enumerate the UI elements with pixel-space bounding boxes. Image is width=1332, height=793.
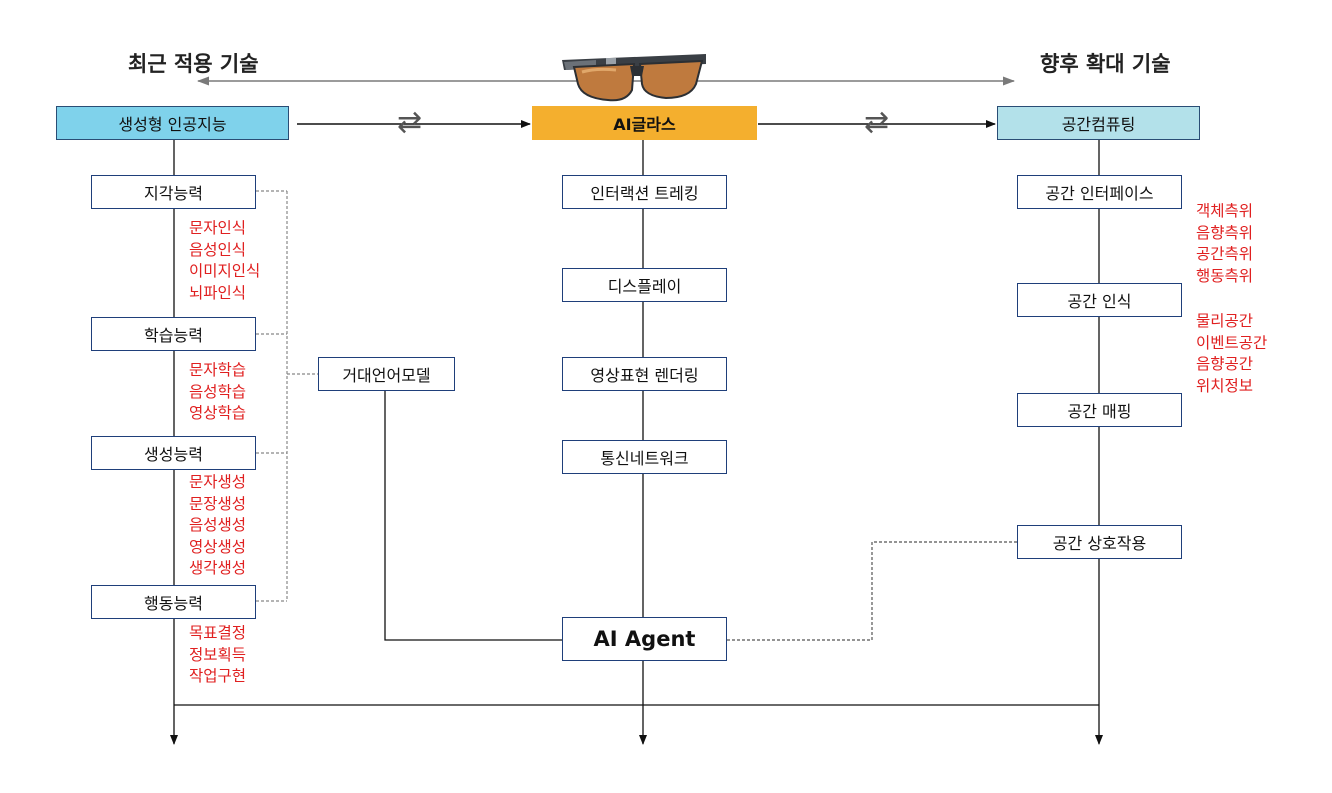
annotation-item: 객체측위 [1196, 202, 1254, 220]
annotation-item: 뇌파인식 [189, 283, 247, 302]
annotation-item: 물리공간 [1196, 312, 1254, 330]
spatial-interface-annotations: 객체측위 음향측위 공간측위 행동측위 [1196, 201, 1253, 287]
rendering-box: 영상표현 렌더링 [562, 357, 727, 391]
annotation-item: 공간측위 [1196, 245, 1254, 263]
annotation-item: 문자인식 [189, 219, 247, 237]
annotation-item: 문자학습 [189, 361, 247, 379]
spatial-interface-box: 공간 인터페이스 [1017, 175, 1182, 209]
annotation-item: 문장생성 [189, 494, 247, 513]
display-box: 디스플레이 [562, 268, 727, 302]
llm-box: 거대언어모델 [318, 357, 455, 391]
annotation-item: 음향공간 [1196, 355, 1254, 373]
spatial-computing-box: 공간컴퓨팅 [997, 106, 1200, 140]
interaction-tracking-box: 인터랙션 트레킹 [562, 175, 727, 209]
ai-glasses-box: AI글라스 [532, 106, 757, 140]
perception-annotations: 문자인식 음성인식 이미지인식 뇌파인식 [189, 218, 260, 304]
annotation-item: 생각생성 [189, 559, 247, 577]
perception-ability-box: 지각능력 [91, 175, 256, 209]
exchange-arrows-icon: ⇄ [864, 105, 890, 140]
action-annotations: 목표결정 정보획득 작업구현 [189, 623, 246, 688]
learning-ability-box: 학습능력 [91, 317, 256, 351]
annotation-item: 행동측위 [1196, 266, 1254, 285]
agent-to-interaction-line [727, 541, 1017, 641]
recent-tech-heading: 최근 적용 기술 [128, 52, 259, 76]
annotation-item: 위치정보 [1196, 376, 1254, 395]
annotation-item: 문자생성 [189, 473, 247, 491]
generation-annotations: 문자생성 문장생성 음성생성 영상생성 생각생성 [189, 472, 246, 580]
annotation-item: 음향측위 [1196, 223, 1254, 242]
learning-annotations: 문자학습 음성학습 영상학습 [189, 360, 246, 425]
llm-to-agent-line [384, 390, 562, 641]
network-box: 통신네트워크 [562, 440, 727, 474]
annotation-item: 영상생성 [189, 537, 247, 556]
spatial-recognition-box: 공간 인식 [1017, 283, 1182, 317]
action-ability-box: 행동능력 [91, 585, 256, 619]
generation-ability-box: 생성능력 [91, 436, 256, 470]
annotation-item: 목표결정 [189, 624, 247, 642]
annotation-item: 음성학습 [189, 382, 247, 401]
ai-glasses-icon [562, 54, 706, 102]
annotation-item: 정보획득 [189, 645, 247, 664]
ability-bracket [256, 190, 318, 602]
annotation-item: 이벤트공간 [1196, 333, 1268, 352]
spatial-recognition-annotations: 물리공간 이벤트공간 음향공간 위치정보 [1196, 311, 1267, 397]
exchange-arrows-icon: ⇄ [397, 105, 423, 140]
spatial-interaction-box: 공간 상호작용 [1017, 525, 1182, 559]
generative-ai-box: 생성형 인공지능 [56, 106, 289, 140]
annotation-item: 음성인식 [189, 240, 247, 259]
future-tech-heading: 향후 확대 기술 [1040, 52, 1171, 76]
annotation-item: 이미지인식 [189, 262, 261, 280]
annotation-item: 작업구현 [189, 667, 247, 685]
spatial-mapping-box: 공간 매핑 [1017, 393, 1182, 427]
ai-agent-box: AI Agent [562, 617, 727, 661]
annotation-item: 영상학습 [189, 404, 247, 422]
annotation-item: 음성생성 [189, 516, 247, 534]
